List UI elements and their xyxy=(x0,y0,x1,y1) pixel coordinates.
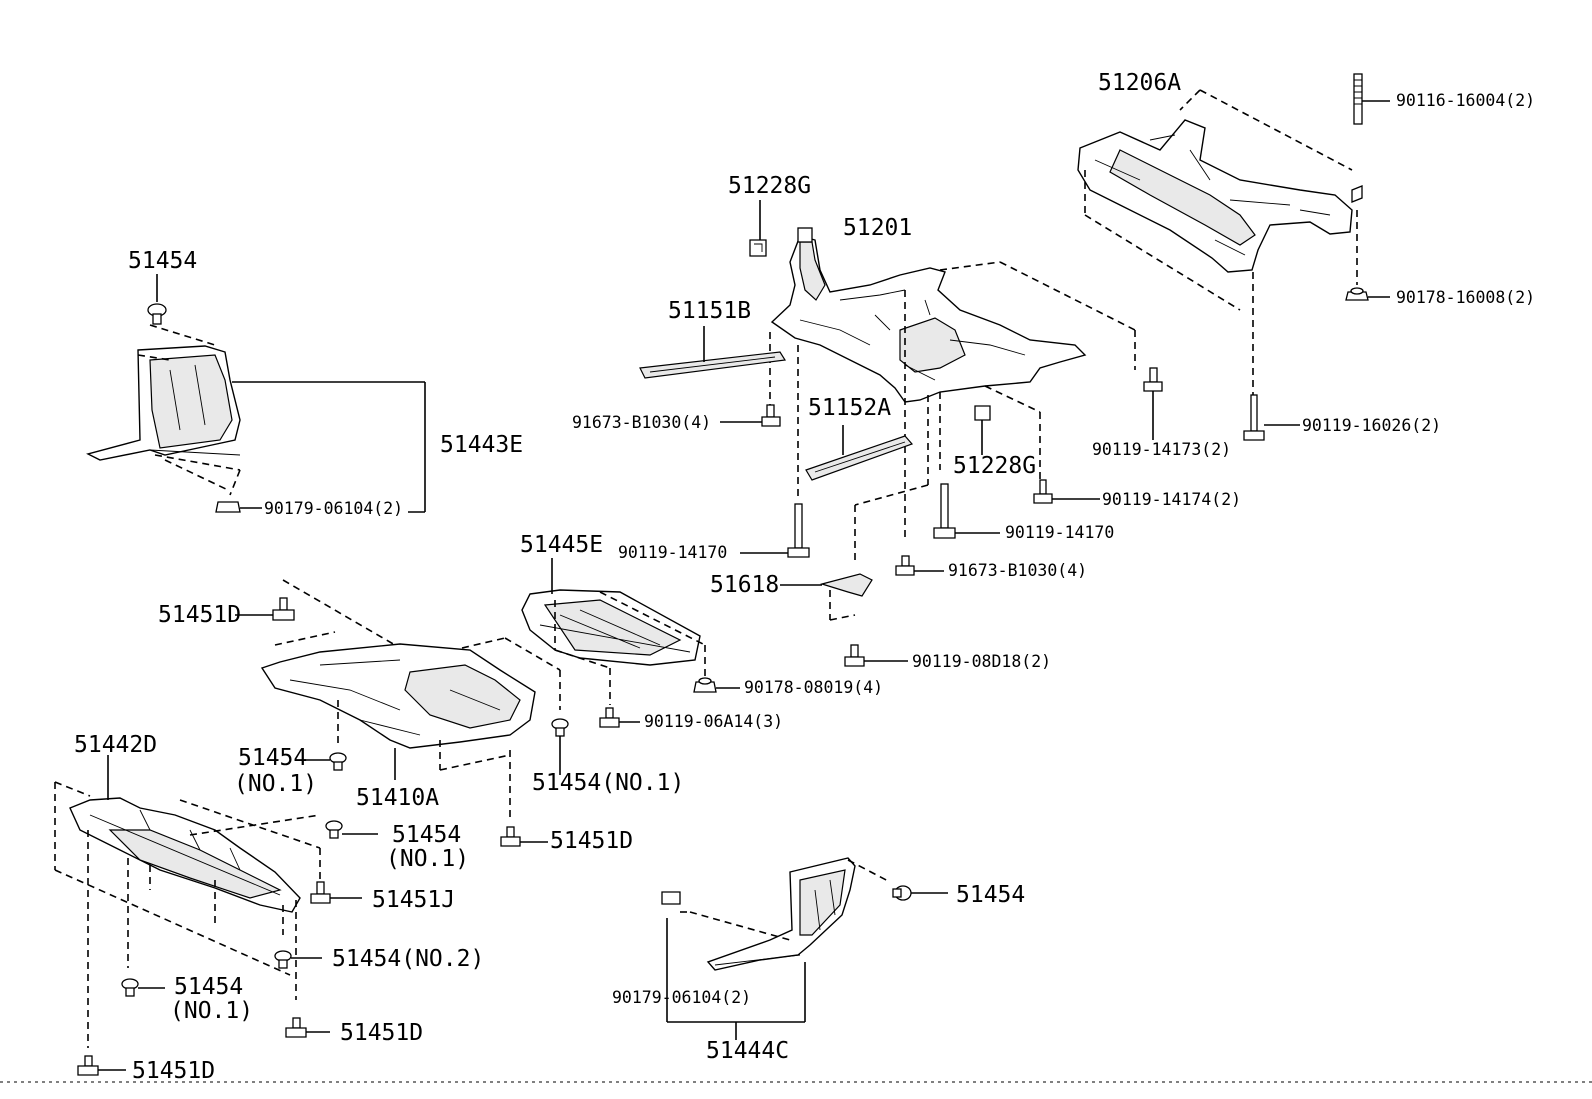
label-51454-no1-a[interactable]: 51454 xyxy=(238,745,307,771)
label-51442D[interactable]: 51442D xyxy=(74,732,157,758)
label-90119-14170-right[interactable]: 90119-14170 xyxy=(1005,523,1114,542)
clip-51454-no1-d[interactable] xyxy=(121,978,165,997)
bolt-90119-06A14[interactable] xyxy=(599,707,640,728)
plate-51618[interactable] xyxy=(780,573,873,621)
label-51228G-mid[interactable]: 51228G xyxy=(953,453,1036,479)
bolt-51451D-b[interactable] xyxy=(500,826,548,847)
clip-51454-no2[interactable] xyxy=(274,950,322,969)
label-51454-no1-d-suffix[interactable]: (NO.1) xyxy=(170,998,253,1024)
label-51445E[interactable]: 51445E xyxy=(520,532,603,558)
nut-90178-16008[interactable] xyxy=(1345,287,1390,301)
label-51454-no1-a-suffix[interactable]: (NO.1) xyxy=(234,771,317,797)
bolt-51451D-c[interactable] xyxy=(285,1017,330,1038)
label-51618[interactable]: 51618 xyxy=(710,572,779,598)
bolt-90119-14174[interactable] xyxy=(1033,479,1100,504)
label-51152A[interactable]: 51152A xyxy=(808,395,891,421)
label-90119-08D18[interactable]: 90119-08D18(2) xyxy=(912,652,1051,671)
label-51228G-top[interactable]: 51228G xyxy=(728,173,811,199)
splash-shield-51444C[interactable] xyxy=(666,857,891,1040)
label-90179-06104-b[interactable]: 90179-06104(2) xyxy=(612,988,751,1007)
label-51454-no1-d[interactable]: 51454 xyxy=(174,974,243,1000)
label-51206A[interactable]: 51206A xyxy=(1098,70,1181,96)
bracket-51228G-mid[interactable] xyxy=(974,405,991,455)
label-90178-16008[interactable]: 90178-16008(2) xyxy=(1396,288,1535,307)
spoiler-cover-51442D[interactable] xyxy=(54,755,321,1048)
clip-90179-06104-a[interactable] xyxy=(215,501,262,513)
label-51454-top-left[interactable]: 51454 xyxy=(128,248,197,274)
label-51451D-c[interactable]: 51451D xyxy=(340,1020,423,1046)
clip-51454-no1-a[interactable] xyxy=(302,752,347,771)
label-91673-B1030-b[interactable]: 91673-B1030(4) xyxy=(948,561,1087,580)
clip-90179-06104-b[interactable] xyxy=(661,891,681,905)
label-51151B[interactable]: 51151B xyxy=(668,298,751,324)
label-90179-06104-a[interactable]: 90179-06104(2) xyxy=(264,499,403,518)
bolt-90119-14173[interactable] xyxy=(1143,367,1163,440)
label-51444C[interactable]: 51444C xyxy=(706,1038,789,1064)
label-90119-14170-left[interactable]: 90119-14170 xyxy=(618,543,727,562)
front-crossmember-51201[interactable] xyxy=(769,227,1136,565)
rear-crossmember-51206A[interactable] xyxy=(1077,89,1363,395)
label-51454-no1-c[interactable]: 51454 xyxy=(392,822,461,848)
label-51454-no1-b[interactable]: 51454(NO.1) xyxy=(532,770,684,796)
label-90178-08019[interactable]: 90178-08019(4) xyxy=(744,678,883,697)
bolt-90119-14170-left[interactable] xyxy=(740,503,810,558)
label-90119-16026[interactable]: 90119-16026(2) xyxy=(1302,416,1441,435)
bolt-51451J[interactable] xyxy=(310,881,362,904)
splash-shield-51443E[interactable] xyxy=(86,324,426,513)
bolt-51451D-d[interactable] xyxy=(77,1055,126,1076)
bolt-91673-B1030-b[interactable] xyxy=(895,555,944,576)
label-51451D-b[interactable]: 51451D xyxy=(550,828,633,854)
label-90119-14173[interactable]: 90119-14173(2) xyxy=(1092,440,1231,459)
bolt-91673-B1030-a[interactable] xyxy=(720,404,781,427)
clip-51454-top-left[interactable] xyxy=(147,274,167,325)
bolt-90119-16026[interactable] xyxy=(1243,394,1300,441)
clip-51454-right[interactable] xyxy=(892,885,948,901)
label-51454-no1-c-suffix[interactable]: (NO.1) xyxy=(386,846,469,872)
label-51201[interactable]: 51201 xyxy=(843,215,912,241)
engine-under-cover-51410A[interactable] xyxy=(260,579,561,820)
label-90116-16004[interactable]: 90116-16004(2) xyxy=(1396,91,1535,110)
label-51451D-a[interactable]: 51451D xyxy=(158,602,241,628)
label-51454-no2[interactable]: 51454(NO.2) xyxy=(332,946,484,972)
label-90119-14174[interactable]: 90119-14174(2) xyxy=(1102,490,1241,509)
label-51410A[interactable]: 51410A xyxy=(356,785,439,811)
bolt-90119-14170-right[interactable] xyxy=(933,483,1000,539)
stud-90116-16004[interactable] xyxy=(1353,73,1390,125)
label-51443E[interactable]: 51443E xyxy=(440,432,523,458)
under-cover-51445E[interactable] xyxy=(521,558,706,705)
bolt-51451D-a[interactable] xyxy=(235,597,295,621)
reinforcement-51152A[interactable] xyxy=(805,425,914,481)
label-51451J[interactable]: 51451J xyxy=(372,887,455,913)
label-90119-06A14[interactable]: 90119-06A14(3) xyxy=(644,712,783,731)
nut-90178-08019[interactable] xyxy=(693,677,740,693)
part-labels: 51206A 90116-16004(2) 90178-16008(2) 901… xyxy=(74,70,1535,1084)
bracket-51228G-top[interactable] xyxy=(749,200,767,257)
reinforcement-51151B[interactable] xyxy=(639,326,787,379)
label-51454-right[interactable]: 51454 xyxy=(956,882,1025,908)
clip-51454-no1-c[interactable] xyxy=(325,820,378,839)
clip-51454-no1-b[interactable] xyxy=(551,718,569,775)
label-51451D-d[interactable]: 51451D xyxy=(132,1058,215,1084)
bolt-90119-08D18[interactable] xyxy=(844,644,908,667)
label-91673-B1030-a[interactable]: 91673-B1030(4) xyxy=(572,413,711,432)
